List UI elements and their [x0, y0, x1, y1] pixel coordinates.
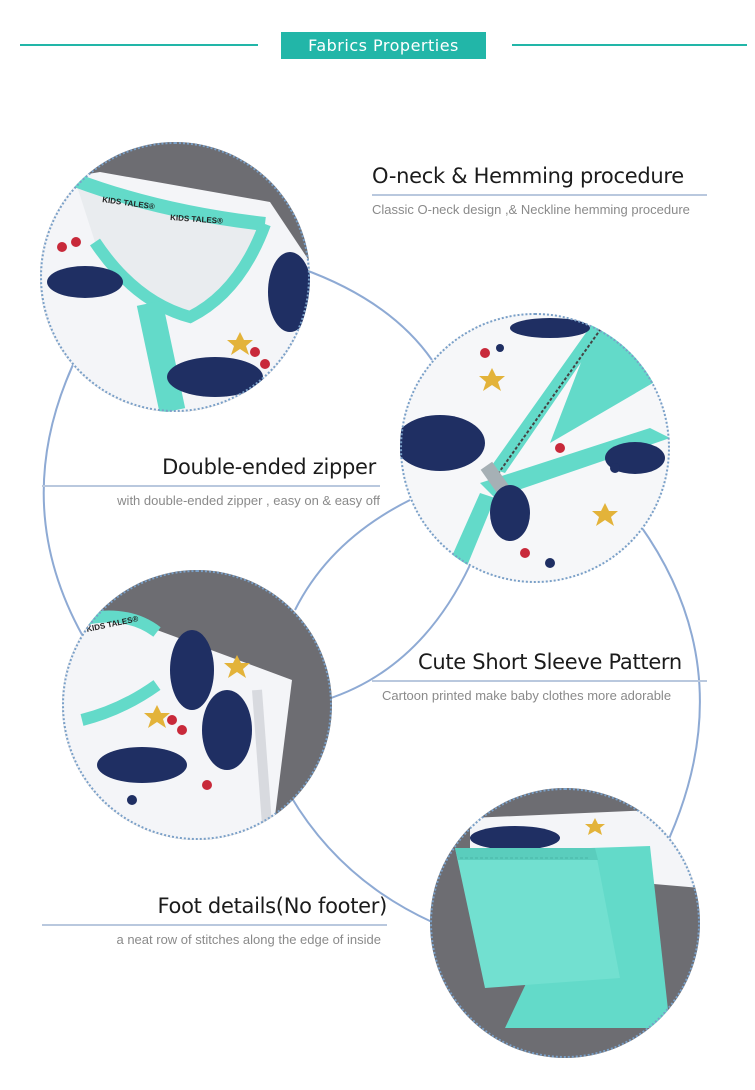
feature-zipper-title: Double-ended zipper [162, 455, 376, 479]
section-title-badge: Fabrics Properties [281, 32, 486, 59]
brand-label-neck-2: KIDS TALES® [170, 213, 223, 226]
feature-oneck-description: Classic O-neck design ,& Neckline hemmin… [372, 202, 690, 217]
connector-arc-left [42, 349, 86, 641]
feature-zipper-rule [42, 485, 380, 487]
feature-zipper: Double-ended zipper with double-ended zi… [42, 455, 380, 508]
feature-foot-rule [42, 924, 387, 926]
connector-arc-bottom [289, 794, 433, 923]
feature-sleeve-title: Cute Short Sleeve Pattern [418, 650, 682, 674]
feature-sleeve-rule [372, 680, 707, 682]
feature-sleeve-description: Cartoon printed make baby clothes more a… [382, 688, 672, 703]
foot-hem-photo [430, 788, 700, 1058]
feature-foot-description: a neat row of stitches along the edge of… [116, 932, 381, 947]
connector-arc-top [299, 267, 433, 361]
connector-arc-middle-low [324, 564, 471, 701]
feature-foot-title: Foot details(No footer) [157, 894, 388, 918]
connector-arc-right [639, 524, 701, 863]
feature-zipper-description: with double-ended zipper , easy on & eas… [117, 493, 380, 508]
zipper-photo [400, 313, 670, 583]
feature-foot: Foot details(No footer) a neat row of st… [42, 894, 387, 947]
feature-oneck-rule [372, 194, 707, 196]
sleeve-photo: KIDS TALES® [62, 570, 332, 840]
header-divider-right [512, 44, 747, 46]
feature-sleeve: Cute Short Sleeve Pattern Cartoon printe… [372, 650, 707, 703]
header-divider-left [20, 44, 258, 46]
feature-oneck-title: O-neck & Hemming procedure [372, 164, 684, 188]
connector-arc-middle [294, 499, 411, 611]
feature-oneck: O-neck & Hemming procedure Classic O-nec… [372, 164, 707, 217]
neckline-photo: KIDS TALES® KIDS TALES® [40, 142, 310, 412]
